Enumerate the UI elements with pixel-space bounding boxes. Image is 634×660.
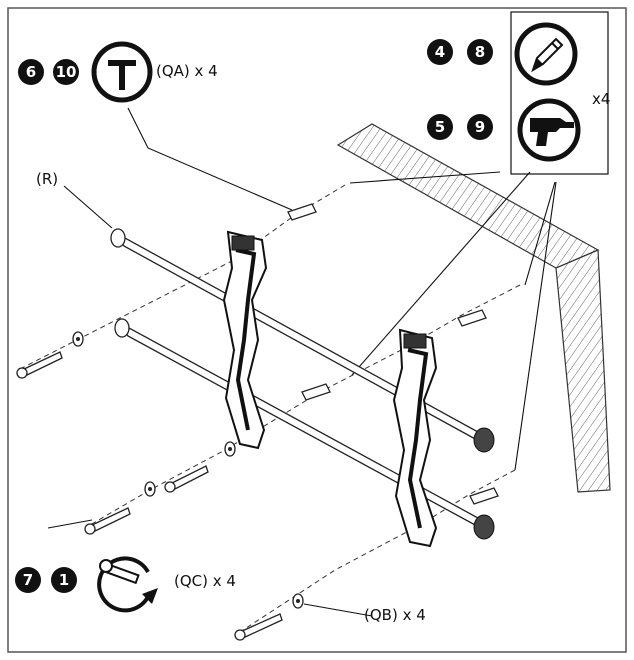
step-badge-9 (467, 114, 493, 140)
washer-middle (224, 441, 236, 457)
step-number-5: 5 (435, 118, 445, 136)
step-number-1: 1 (59, 571, 69, 589)
screw-upper-left (16, 351, 63, 379)
step-badge-6 (18, 59, 44, 85)
step-number-8: 8 (475, 43, 485, 61)
quantity-label: x4 (592, 90, 610, 108)
drill-icon (517, 98, 581, 162)
step-number-7: 7 (23, 571, 33, 589)
wall-plugs (287, 203, 499, 505)
qc-step-badges: 7 1 (15, 567, 77, 593)
screw-bottom (234, 613, 283, 641)
qa-label: (QA) x 4 (156, 62, 218, 80)
step-badge-8 (467, 39, 493, 65)
step-number-6: 6 (26, 63, 36, 81)
qa-step-badges: 6 10 (18, 59, 79, 85)
washers (72, 331, 304, 609)
screw-lower-left (84, 507, 131, 535)
step-badge-7 (15, 567, 41, 593)
washer-upper-left (72, 331, 84, 347)
step-badge-10 (53, 59, 79, 85)
step-badge-5 (427, 114, 453, 140)
frame-border (7, 7, 627, 653)
washer-bottom (292, 593, 304, 609)
qb-label: (QB) x 4 (364, 606, 426, 624)
step-number-10: 10 (56, 63, 77, 81)
washer-lower-left (144, 481, 156, 497)
rail-rods (110, 228, 495, 540)
wrench-rotate-icon (97, 556, 158, 613)
wall-plug-top-left (287, 203, 317, 221)
rod-label: (R) (36, 170, 58, 188)
step-number-4: 4 (435, 43, 445, 61)
marker-step-badges: 4 8 (427, 39, 493, 65)
right-wall-bracket (392, 328, 438, 548)
screw-middle (164, 465, 209, 493)
qc-label: (QC) x 4 (174, 572, 236, 590)
tool-leader-lines (349, 171, 557, 471)
hex-key-icon (91, 41, 153, 103)
wall-plug-bottom-right (469, 487, 499, 505)
step-number-9: 9 (475, 118, 485, 136)
screws (16, 351, 283, 641)
pencil-icon (514, 22, 578, 86)
step-badge-4 (427, 39, 453, 65)
callout-leaders (47, 107, 373, 617)
drill-step-badges: 5 9 (427, 114, 493, 140)
wall-plug-top-right (457, 309, 487, 327)
wall-section (336, 123, 611, 493)
step-badge-1 (51, 567, 77, 593)
wall-plug-mid-left (301, 383, 331, 401)
left-wall-bracket (222, 230, 268, 450)
